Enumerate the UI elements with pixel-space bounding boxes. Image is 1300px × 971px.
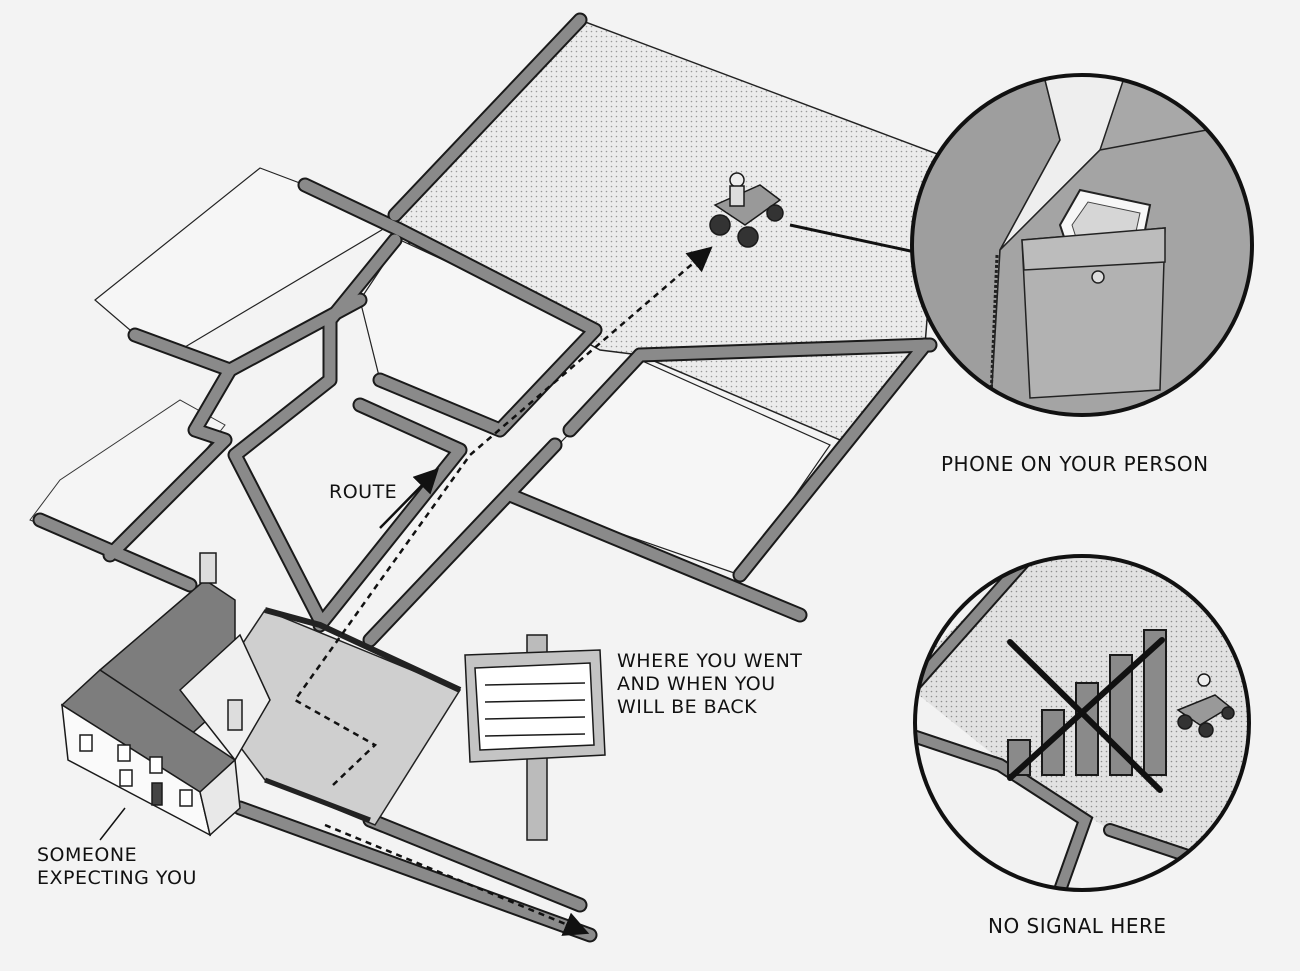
phone-on-person-label: PHONE ON YOUR PERSON bbox=[941, 452, 1209, 476]
cross-icon bbox=[1007, 637, 1165, 793]
inset-no-signal bbox=[913, 554, 1251, 892]
route-lane-arrow bbox=[324, 823, 590, 936]
route-path bbox=[293, 246, 713, 786]
inset-phone bbox=[910, 73, 1254, 417]
farm-yard bbox=[204, 609, 462, 826]
yard-wall bbox=[264, 607, 462, 693]
notice-board-icon bbox=[464, 634, 606, 841]
gate bbox=[264, 777, 371, 823]
someone-pointer bbox=[99, 807, 126, 841]
quad-bike-small-icon bbox=[1176, 673, 1235, 738]
no-signal-label: NO SIGNAL HERE bbox=[988, 914, 1167, 938]
route-arrow bbox=[379, 467, 440, 529]
someone-expecting-label: SOMEONE EXPECTING YOU bbox=[37, 844, 197, 889]
quad-bike-icon bbox=[709, 172, 784, 248]
hedges bbox=[32, 12, 938, 943]
signal-bars-icon bbox=[1007, 629, 1167, 776]
left-field bbox=[94, 167, 392, 351]
callout-line bbox=[789, 223, 916, 254]
where-you-went-label: WHERE YOU WENT AND WHEN YOU WILL BE BACK bbox=[617, 650, 803, 718]
route-label: ROUTE bbox=[329, 481, 398, 503]
farmhouse-icon bbox=[60, 552, 271, 837]
